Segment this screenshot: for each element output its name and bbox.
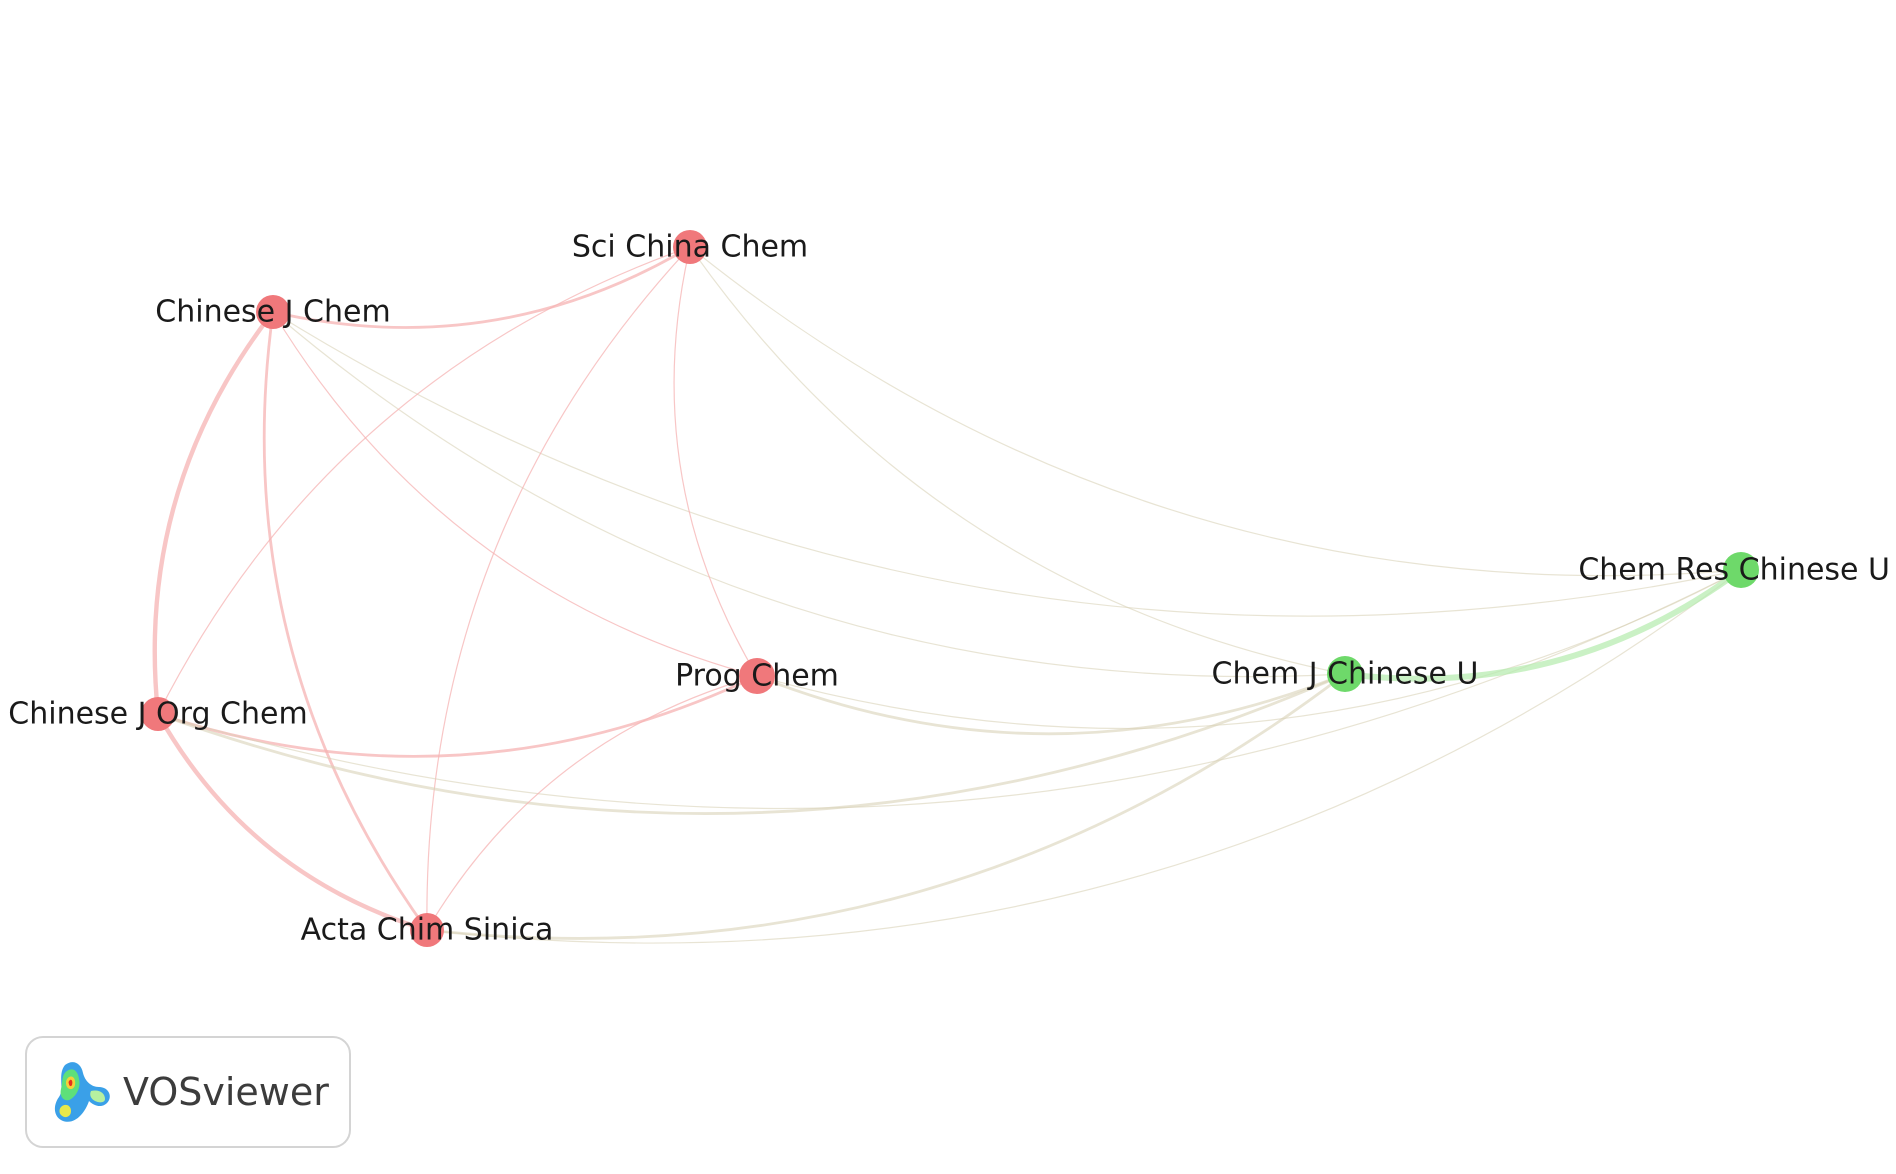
node-cjoc[interactable]	[141, 697, 175, 731]
node-label-acs: Acta Chim Sinica	[301, 913, 554, 948]
link-cjc-scc	[271, 245, 692, 329]
node-pc[interactable]	[739, 658, 775, 694]
link-cjoc-crcu	[157, 569, 1742, 810]
link-cjc-cjoc	[152, 309, 276, 717]
node-cjcu[interactable]	[1327, 656, 1363, 692]
vosviewer-logo-icon	[54, 1062, 110, 1122]
link-scc-acs	[426, 246, 691, 931]
node-label-pc: Prog Chem	[675, 659, 839, 694]
link-scc-crcu	[689, 246, 1742, 577]
vosviewer-brand-box: VOSviewer	[25, 1036, 351, 1148]
link-cjc-crcu	[272, 311, 1742, 617]
link-scc-pc	[673, 246, 758, 677]
links-layer	[152, 245, 1744, 944]
link-cjc-acs	[262, 310, 429, 932]
link-scc-cjoc	[157, 246, 691, 715]
link-scc-cjcu	[689, 246, 1346, 675]
node-label-cjoc: Chinese J Org Chem	[8, 697, 307, 732]
link-pc-cjcu	[755, 672, 1347, 736]
node-label-cjc: Chinese J Chem	[155, 295, 390, 330]
link-cjoc-acs	[155, 711, 430, 933]
nodes-layer	[141, 230, 1759, 947]
node-acs[interactable]	[410, 913, 444, 947]
link-pc-acs	[426, 675, 758, 931]
link-acs-cjcu	[425, 672, 1347, 940]
node-scc[interactable]	[673, 230, 707, 264]
node-label-scc: Sci China Chem	[572, 230, 808, 265]
link-cjc-cjcu	[272, 311, 1346, 678]
node-cjc[interactable]	[256, 295, 290, 329]
link-cjoc-cjcu	[156, 672, 1347, 815]
link-pc-crcu	[756, 569, 1742, 730]
node-label-crcu: Chem Res Chinese U	[1578, 553, 1890, 588]
vosviewer-brand-name: VOSviewer	[123, 1070, 329, 1114]
node-crcu[interactable]	[1723, 552, 1759, 588]
node-label-cjcu: Chem J Chinese U	[1212, 657, 1479, 692]
link-cjc-pc	[272, 311, 758, 677]
link-cjcu-crcu	[1342, 567, 1744, 682]
link-acs-crcu	[426, 569, 1742, 944]
